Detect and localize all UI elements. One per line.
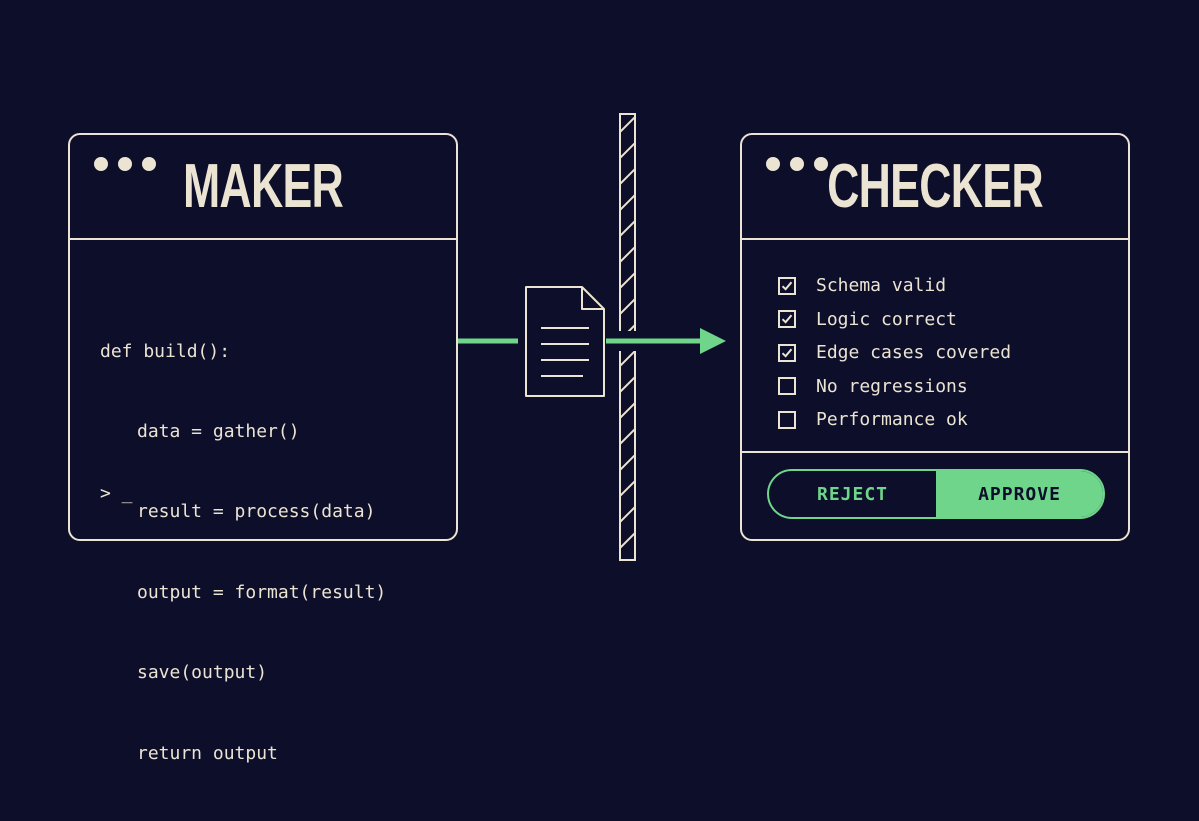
checklist-label: Performance ok [816,409,968,431]
checkbox-checked-icon[interactable] [778,276,796,295]
diagram: MAKER def build(): data = gather() resul… [68,113,1130,764]
code-line: def build(): [100,340,231,362]
checklist-item[interactable]: No regressions [778,370,1011,404]
code-line: save(output) [137,662,268,684]
checklist-label: No regressions [816,375,968,397]
checkbox-checked-icon[interactable] [778,310,796,329]
approve-button[interactable]: APPROVE [936,471,1103,517]
maker-code: def build(): data = gather() result = pr… [100,285,386,821]
maker-titlebar: MAKER [70,135,456,240]
window-dots-icon [94,157,156,171]
checklist-label: Schema valid [816,275,947,297]
checker-title: CHECKER [827,152,1043,221]
checker-window: CHECKER Schema valid Logic correct Edge … [740,133,1130,541]
code-line: result = process(data) [137,501,376,523]
checklist: Schema valid Logic correct Edge cases co… [778,269,1011,437]
checkbox-unchecked-icon[interactable] [778,377,796,396]
checklist-label: Edge cases covered [816,342,1012,364]
flow-graphic [458,113,726,561]
arrow-head-icon [700,328,726,354]
checklist-label: Logic correct [816,308,957,330]
document-icon [525,286,605,397]
checkbox-checked-icon[interactable] [778,343,796,362]
barrier-icon [606,113,640,561]
checker-footer: REJECT APPROVE [742,451,1128,539]
checklist-item[interactable]: Edge cases covered [778,336,1011,370]
code-line: data = gather() [137,420,300,442]
code-line: return output [137,742,278,764]
maker-window: MAKER def build(): data = gather() resul… [68,133,458,764]
window-dots-icon [766,157,828,171]
checklist-item[interactable]: Performance ok [778,403,1011,437]
checkbox-unchecked-icon[interactable] [778,410,796,429]
reject-button[interactable]: REJECT [816,483,889,505]
maker-title: MAKER [182,152,344,221]
terminal-prompt: > _ [100,483,133,504]
decision-toggle: REJECT APPROVE [767,469,1105,519]
checklist-item[interactable]: Logic correct [778,303,1011,337]
checker-titlebar: CHECKER [742,135,1128,240]
code-line: output = format(result) [137,581,387,603]
checklist-item[interactable]: Schema valid [778,269,1011,303]
